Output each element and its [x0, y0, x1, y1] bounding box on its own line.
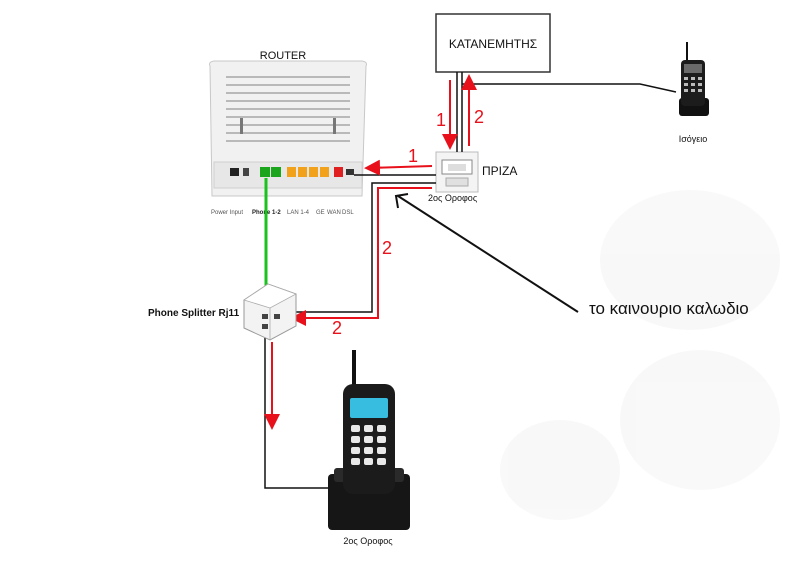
router-phone-port-1: [260, 167, 270, 177]
router-label: ROUTER: [260, 50, 307, 62]
phone-splitter: Phone Splitter Rj11: [148, 283, 297, 341]
bottom-phone-label: 2ος Οροφος: [343, 536, 393, 546]
socket-label: ΠΡΙΖΑ: [482, 164, 517, 178]
splitter-label: Phone Splitter Rj11: [148, 308, 240, 319]
marker-socket-to-router: 1: [408, 146, 418, 166]
ground-floor-phone: Ισόγειο: [679, 42, 709, 144]
distributor-box: ΚΑΤΑΝΕΜΗΤΗΣ: [435, 13, 551, 73]
port-label-dsl: DSL: [342, 210, 354, 216]
port-label-power: Power Input: [211, 210, 243, 216]
port-label-lan: LAN 1-4: [287, 210, 310, 216]
phone-screen: [350, 398, 388, 418]
router-phone-port-2: [271, 167, 281, 177]
wall-socket: ΠΡΙΖΑ 2ος Οροφος: [428, 151, 517, 203]
port-label-ge: GE: [316, 210, 325, 216]
marker-dist-up: 2: [474, 107, 484, 127]
port-label-wan: WAN: [327, 210, 341, 216]
cables: [264, 72, 677, 489]
bottom-phone: 2ος Οροφος: [328, 350, 410, 546]
marker-socket-to-splitter-v: 2: [382, 238, 392, 258]
router-vents: [226, 76, 350, 142]
socket-floor-label: 2ος Οροφος: [428, 193, 478, 203]
marker-dist-down: 1: [436, 110, 446, 130]
ground-floor-label: Ισόγειο: [679, 134, 708, 144]
new-cable-label: το καινουριο καλωδιο: [589, 299, 749, 318]
router: ROUTER Power Input Phone 1-2: [209, 50, 367, 216]
signal-paths: [264, 74, 477, 430]
distributor-label: ΚΑΤΑΝΕΜΗΤΗΣ: [449, 37, 537, 51]
marker-socket-to-splitter-h: 2: [332, 318, 342, 338]
background-shapes: [500, 190, 780, 520]
phone-keypad: [351, 425, 386, 465]
router-dsl-port: [334, 167, 343, 177]
new-cable-annotation: το καινουριο καλωδιο: [394, 193, 749, 318]
